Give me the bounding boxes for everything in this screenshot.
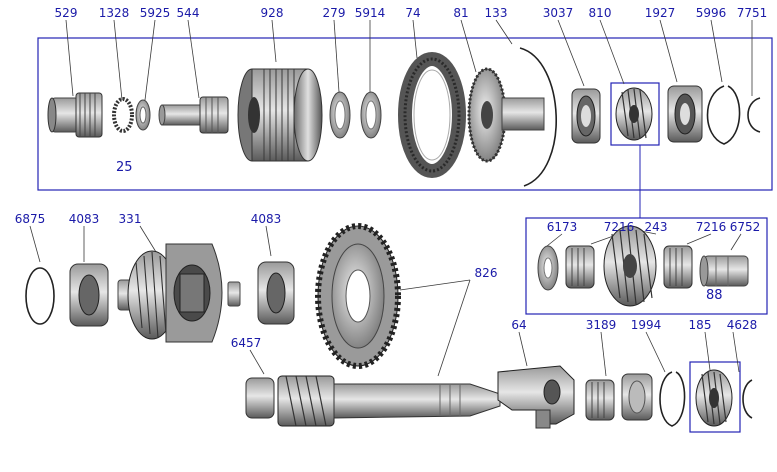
callout-5996: 5996: [695, 6, 727, 20]
upper-assembly-box: [37, 37, 773, 191]
callout-4083-a: 4083: [68, 212, 100, 226]
callout-3037: 3037: [542, 6, 574, 20]
highlight-box-185: [689, 361, 741, 433]
part-7751-circlip: [747, 97, 761, 133]
callout-6457: 6457: [230, 336, 262, 350]
group-label-upper: 25: [116, 160, 133, 175]
callout-810: 810: [588, 6, 612, 20]
callout-928: 928: [260, 6, 284, 20]
callout-7216-b: 7216: [695, 220, 727, 234]
part-133-snap-ring: [519, 47, 557, 187]
part-6752-intermediate-shaft: [699, 255, 749, 287]
callout-4083-b: 4083: [250, 212, 282, 226]
part-5996-snap-ring: [706, 85, 741, 145]
callout-6173: 6173: [546, 220, 578, 234]
callout-64: 64: [511, 318, 527, 332]
part-243-helical-gear: [603, 225, 657, 307]
part-331-differential-case: [117, 243, 241, 343]
callout-5925: 5925: [139, 6, 171, 20]
highlight-box-810: [610, 82, 660, 146]
part-6173-shim: [537, 245, 559, 291]
callout-133: 133: [484, 6, 508, 20]
group-label-right: 88: [706, 288, 723, 303]
callout-185: 185: [688, 318, 712, 332]
part-1328-needle-bearing: [112, 97, 134, 133]
part-810-helical-gear: [615, 87, 653, 141]
part-826-final-drive-gear: [315, 223, 401, 369]
callout-81: 81: [453, 6, 469, 20]
part-6875-o-ring: [25, 267, 55, 325]
part-1994-snap-ring: [659, 371, 686, 427]
part-529-splined-hub: [47, 92, 103, 138]
part-1927-ball-bearing: [667, 85, 703, 143]
part-544-input-shaft: [158, 96, 229, 134]
callout-3189: 3189: [585, 318, 617, 332]
part-826-pinion-shaft: [277, 375, 501, 427]
callout-529: 529: [54, 6, 78, 20]
part-6457-bearing-race: [245, 377, 275, 419]
part-5914-thrust-washer: [360, 91, 382, 139]
callout-7751: 7751: [736, 6, 768, 20]
part-4083-bearing-b: [257, 261, 295, 325]
part-5925-washer: [135, 99, 151, 131]
callout-279: 279: [322, 6, 346, 20]
callout-74: 74: [405, 6, 421, 20]
callout-5914: 5914: [354, 6, 386, 20]
callout-331: 331: [118, 212, 142, 226]
part-1994-bearing-cup: [621, 373, 653, 421]
part-4083-bearing-a: [69, 263, 109, 327]
callout-1328: 1328: [98, 6, 130, 20]
part-3037-ball-bearing: [571, 88, 601, 144]
callout-6752: 6752: [729, 220, 761, 234]
part-7216-taper-bearing-b: [663, 245, 693, 289]
part-64-yoke-flange: [497, 365, 575, 429]
part-185-pinion-gear: [695, 369, 733, 427]
callout-4628: 4628: [726, 318, 758, 332]
part-279-thrust-washer: [329, 91, 351, 139]
callout-7216-a: 7216: [603, 220, 635, 234]
part-81-sun-gear-shaft: [467, 67, 545, 163]
callout-826: 826: [474, 266, 498, 280]
right-assembly-box: [525, 217, 768, 315]
part-4628-circlip: [742, 379, 753, 419]
callout-1927: 1927: [644, 6, 676, 20]
part-7216-taper-bearing-a: [565, 245, 595, 289]
part-928-planetary-carrier: [237, 68, 323, 162]
part-74-ring-gear: [398, 52, 466, 178]
callout-1994: 1994: [630, 318, 662, 332]
part-3189-taper-bearing: [585, 379, 615, 421]
callout-544: 544: [176, 6, 200, 20]
callout-6875: 6875: [14, 212, 46, 226]
leader-lines: [29, 19, 753, 377]
callout-243: 243: [644, 220, 668, 234]
